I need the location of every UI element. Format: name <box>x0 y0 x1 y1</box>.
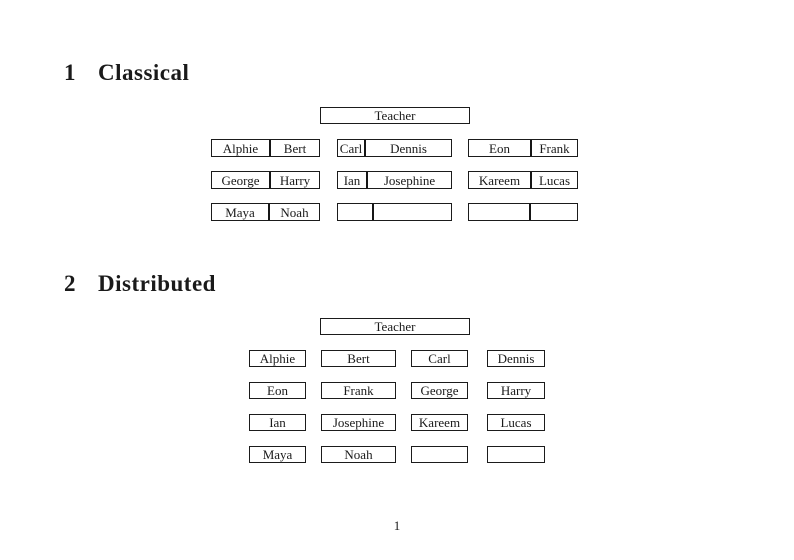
desk: Ian Josephine <box>337 171 452 189</box>
seat-cell <box>469 204 531 220</box>
desk: George Harry <box>211 171 320 189</box>
desk-box <box>411 446 468 463</box>
seat-cell: Maya <box>212 204 270 220</box>
desk: Alphie Bert <box>211 139 320 157</box>
section-number: 2 <box>64 271 76 296</box>
desk-box: Harry <box>487 382 545 399</box>
seat-cell: Carl <box>338 140 366 156</box>
desk-box: Carl <box>411 350 468 367</box>
teacher-box: Teacher <box>320 107 470 124</box>
seat-cell <box>338 204 374 220</box>
desk-box: Josephine <box>321 414 396 431</box>
desk-box: Kareem <box>411 414 468 431</box>
seat-cell: Eon <box>469 140 532 156</box>
seat-cell: Lucas <box>538 172 571 188</box>
page-number: 1 <box>393 518 401 533</box>
section-number: 1 <box>64 60 76 85</box>
seat-cell: Dennis <box>390 140 427 156</box>
seat-cell <box>531 204 577 220</box>
desk-box: Eon <box>249 382 306 399</box>
seat-cell: Harry <box>279 172 311 188</box>
seat-cell: George <box>212 172 271 188</box>
desk: Maya Noah <box>211 203 320 221</box>
desk-box <box>487 446 545 463</box>
desk-box: Frank <box>321 382 396 399</box>
desk-box: Ian <box>249 414 306 431</box>
desk-box: Alphie <box>249 350 306 367</box>
desk-box: Noah <box>321 446 396 463</box>
desk <box>468 203 578 221</box>
desk: Carl Dennis <box>337 139 452 157</box>
desk-box: Lucas <box>487 414 545 431</box>
seat-cell: Ian <box>338 172 368 188</box>
seat-cell: Alphie <box>212 140 271 156</box>
desk-box: George <box>411 382 468 399</box>
desk: Kareem Lucas <box>468 171 578 189</box>
desk-box: Maya <box>249 446 306 463</box>
section-title: Classical <box>98 60 190 85</box>
desk-box: Bert <box>321 350 396 367</box>
section-heading-distributed: 2 Distributed <box>64 272 216 296</box>
section-heading-classical: 1 Classical <box>64 61 189 85</box>
seat-cell: Kareem <box>469 172 532 188</box>
seat-cell <box>374 204 451 220</box>
seat-cell: Josephine <box>383 172 436 188</box>
seat-cell: Bert <box>283 140 307 156</box>
desk <box>337 203 452 221</box>
desk: Eon Frank <box>468 139 578 157</box>
seat-cell: Noah <box>280 204 309 220</box>
desk-box: Dennis <box>487 350 545 367</box>
seat-cell: Frank <box>539 140 570 156</box>
section-title: Distributed <box>98 271 216 296</box>
teacher-box: Teacher <box>320 318 470 335</box>
